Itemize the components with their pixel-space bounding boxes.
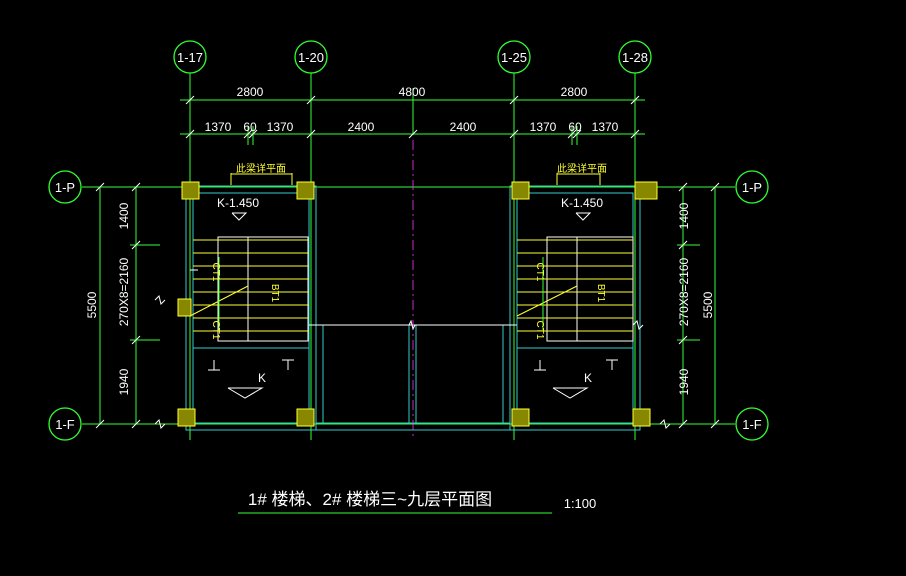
dim-4800: 4800 (399, 85, 426, 99)
svg-text:1370: 1370 (530, 120, 557, 134)
top-axis-markers: 1-17 1-20 1-25 1-28 (173, 40, 652, 74)
axis-bubble-1-28: 1-28 (618, 40, 652, 74)
svg-text:1-25: 1-25 (501, 50, 527, 65)
svg-text:CT1: CT1 (534, 263, 545, 282)
columns (177, 181, 658, 427)
svg-text:1-P: 1-P (55, 180, 75, 195)
svg-text:K: K (258, 371, 266, 385)
left-axis-markers: 1-P 1-F (48, 170, 82, 441)
axis-bubble-right-1-F: 1-F (735, 407, 769, 441)
dimension-ticks (185, 95, 640, 139)
axis-bubble-1-17: 1-17 (173, 40, 207, 74)
side-dimension-lines (99, 187, 716, 424)
svg-text:1940: 1940 (677, 368, 691, 395)
drawing-title: 1# 楼梯、2# 楼梯三~九层平面图 (248, 490, 492, 509)
right-stair: CT1 CT1 BT1 K-1.450 K 此梁详平面 (516, 162, 634, 399)
svg-text:270X8=2160: 270X8=2160 (677, 257, 691, 326)
svg-text:1-P: 1-P (742, 180, 762, 195)
right-vertical-dims: 5500 1400 270X8=2160 1940 (677, 202, 715, 395)
svg-text:270X8=2160: 270X8=2160 (117, 257, 131, 326)
svg-text:1370: 1370 (267, 120, 294, 134)
svg-text:1940: 1940 (117, 368, 131, 395)
svg-text:60: 60 (243, 120, 257, 134)
svg-text:1370: 1370 (592, 120, 619, 134)
svg-text:5500: 5500 (85, 291, 99, 318)
svg-text:K: K (584, 371, 592, 385)
axis-bubble-1-25: 1-25 (497, 40, 531, 74)
drawing-title-block: 1# 楼梯、2# 楼梯三~九层平面图 1:100 (238, 490, 597, 514)
svg-text:BT1: BT1 (269, 284, 280, 303)
svg-text:1-20: 1-20 (298, 50, 324, 65)
svg-text:1370: 1370 (205, 120, 232, 134)
axis-bubble-right-1-P: 1-P (735, 170, 769, 204)
left-stair: CT1 CT1 BT1 K-1.450 K 此梁详平面 (189, 162, 309, 399)
svg-text:CT1: CT1 (210, 321, 221, 340)
svg-text:1-F: 1-F (742, 417, 762, 432)
axis-bubble-left-1-F: 1-F (48, 407, 82, 441)
axis-bubble-left-1-P: 1-P (48, 170, 82, 204)
svg-text:1400: 1400 (677, 202, 691, 229)
drawing-scale: 1:100 (564, 496, 597, 511)
svg-text:1-17: 1-17 (177, 50, 203, 65)
right-axis-markers: 1-P 1-F (735, 170, 769, 441)
svg-text:2400: 2400 (450, 120, 477, 134)
dim-2800-right: 2800 (561, 85, 588, 99)
landing-level-right: K-1.450 (561, 196, 603, 210)
svg-text:BT1: BT1 (595, 284, 606, 303)
break-lines (154, 295, 671, 429)
dim-2800-left: 2800 (237, 85, 264, 99)
svg-text:CT1: CT1 (534, 321, 545, 340)
svg-text:60: 60 (568, 120, 582, 134)
axis-bubble-1-20: 1-20 (294, 40, 328, 74)
top-dimension-text: 2800 4800 2800 1370 60 1370 2400 2400 13… (205, 85, 619, 134)
svg-text:此梁详平面: 此梁详平面 (557, 162, 607, 175)
svg-text:2400: 2400 (348, 120, 375, 134)
svg-text:1-F: 1-F (55, 417, 75, 432)
svg-text:此梁详平面: 此梁详平面 (236, 162, 286, 175)
svg-text:1-28: 1-28 (622, 50, 648, 65)
svg-text:5500: 5500 (701, 291, 715, 318)
left-vertical-dims: 5500 1400 270X8=2160 1940 (85, 202, 131, 395)
svg-text:1400: 1400 (117, 202, 131, 229)
svg-text:CT1: CT1 (210, 263, 221, 282)
landing-level-left: K-1.450 (217, 196, 259, 210)
